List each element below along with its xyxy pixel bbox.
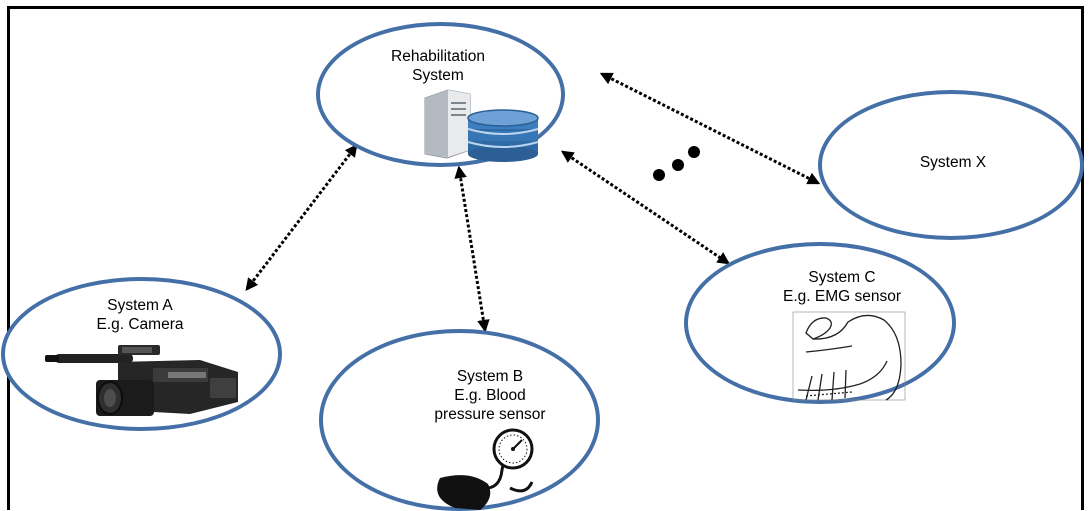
system-a-line-2: E.g. Camera <box>96 316 184 333</box>
more-systems-dots <box>653 146 700 181</box>
arm-emg-sensor-icon <box>792 311 906 401</box>
connector-rehab-system-a <box>245 143 358 292</box>
rehabilitation-system-label: Rehabilitation System <box>343 47 533 85</box>
system-x-label: System X <box>868 153 1038 172</box>
system-a-line-1: System A <box>107 297 173 314</box>
video-camera-icon <box>45 345 238 416</box>
system-c-line-2: E.g. EMG sensor <box>782 288 901 305</box>
system-b-line-1: System B <box>456 368 524 385</box>
system-x-line-1: System X <box>919 154 987 171</box>
system-c-label: System C E.g. EMG sensor <box>752 268 932 306</box>
system-c-line-1: System C <box>808 269 876 286</box>
system-a-label: System A E.g. Camera <box>45 296 235 334</box>
system-b-line-2: E.g. Blood <box>454 387 526 404</box>
connector-rehab-system-x <box>599 72 821 185</box>
system-b-label: System B E.g. Blood pressure sensor <box>390 367 590 424</box>
rehab-line-1: Rehabilitation <box>391 48 485 65</box>
blood-pressure-cuff-icon <box>437 428 534 510</box>
connector-rehab-system-c <box>560 150 731 265</box>
connector-rehab-system-b <box>454 165 490 333</box>
system-b-line-3: pressure sensor <box>434 406 546 423</box>
server-database-icon <box>424 89 539 162</box>
rehab-line-2: System <box>412 67 464 84</box>
node-system-x <box>818 90 1084 240</box>
